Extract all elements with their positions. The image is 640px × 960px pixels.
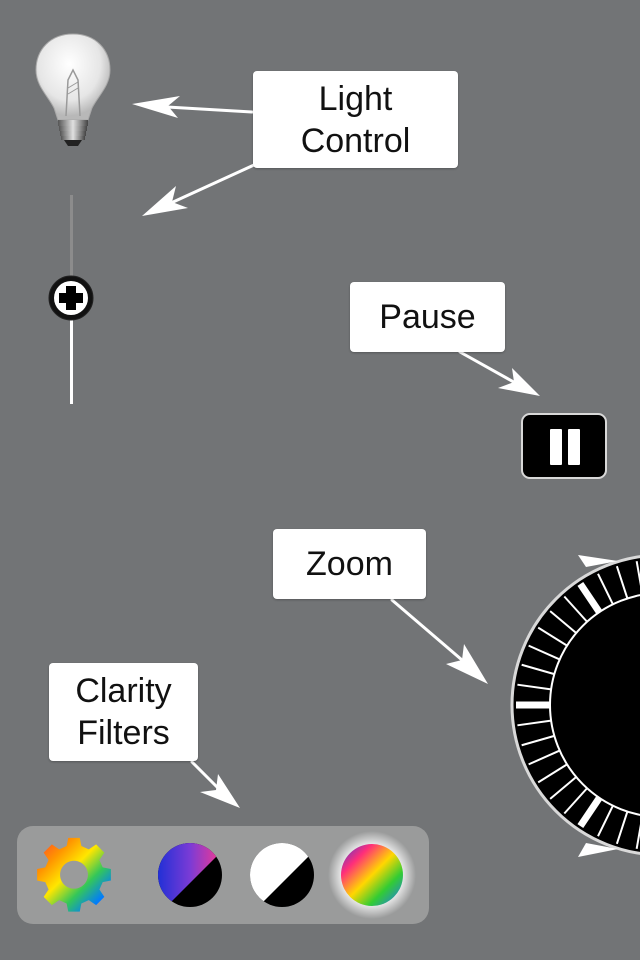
clarity-filters-callout: Clarity Filters: [49, 663, 198, 761]
zoom-label: Zoom: [306, 545, 393, 583]
filter-tray: [17, 826, 429, 924]
zoom-tick: [528, 749, 561, 766]
rainbow-gear-icon[interactable]: [31, 836, 117, 916]
light-control-label-1: Light: [318, 79, 393, 118]
zoom-top-marker: [578, 555, 618, 567]
zoom-tick: [615, 811, 629, 845]
white-black-filter-button[interactable]: [248, 841, 316, 909]
pause-icon-bar: [568, 429, 580, 465]
light-control-callout: Light Control: [253, 71, 458, 168]
zoom-tick: [563, 787, 588, 815]
zoom-tick: [528, 644, 561, 661]
zoom-tick: [563, 595, 588, 623]
zoom-tick: [517, 719, 552, 727]
color-black-filter-button[interactable]: [156, 841, 224, 909]
light-slider-track-upper[interactable]: [70, 195, 73, 285]
clarity-label-1: Clarity: [75, 672, 172, 710]
zoom-tick: [537, 763, 568, 784]
zoom-tick: [597, 805, 614, 837]
clarity-arrow: [190, 760, 230, 800]
pause-callout: Pause: [350, 282, 505, 352]
pause-label: Pause: [379, 298, 476, 336]
full-color-filter-button[interactable]: [327, 830, 417, 920]
zoom-tick: [597, 573, 614, 605]
zoom-tick: [521, 663, 555, 676]
zoom-tick: [615, 565, 629, 599]
zoom-tick: [521, 734, 555, 747]
zoom-tick: [517, 683, 552, 691]
pause-icon: [550, 429, 562, 465]
zoom-callout: Zoom: [273, 529, 426, 599]
zoom-major-tick: [577, 795, 603, 828]
plus-icon[interactable]: [47, 274, 95, 322]
clarity-label-2: Filters: [77, 714, 170, 752]
light-control-label-2: Control: [300, 121, 411, 160]
zoom-dial[interactable]: [506, 545, 640, 865]
zoom-bottom-marker: [578, 843, 618, 857]
pause-button[interactable]: [521, 413, 607, 479]
zoom-tick: [549, 776, 577, 800]
zoom-tick: [537, 626, 568, 647]
light-arrow-to-slider: [158, 163, 256, 210]
pause-arrow: [458, 350, 530, 392]
zoom-major-tick: [577, 582, 603, 615]
zoom-tick: [549, 610, 577, 634]
zoom-arrow: [390, 598, 478, 674]
light-bulb-icon[interactable]: [28, 30, 118, 150]
light-slider-track-lower[interactable]: [70, 312, 73, 404]
light-arrow-to-bulb: [148, 104, 254, 114]
